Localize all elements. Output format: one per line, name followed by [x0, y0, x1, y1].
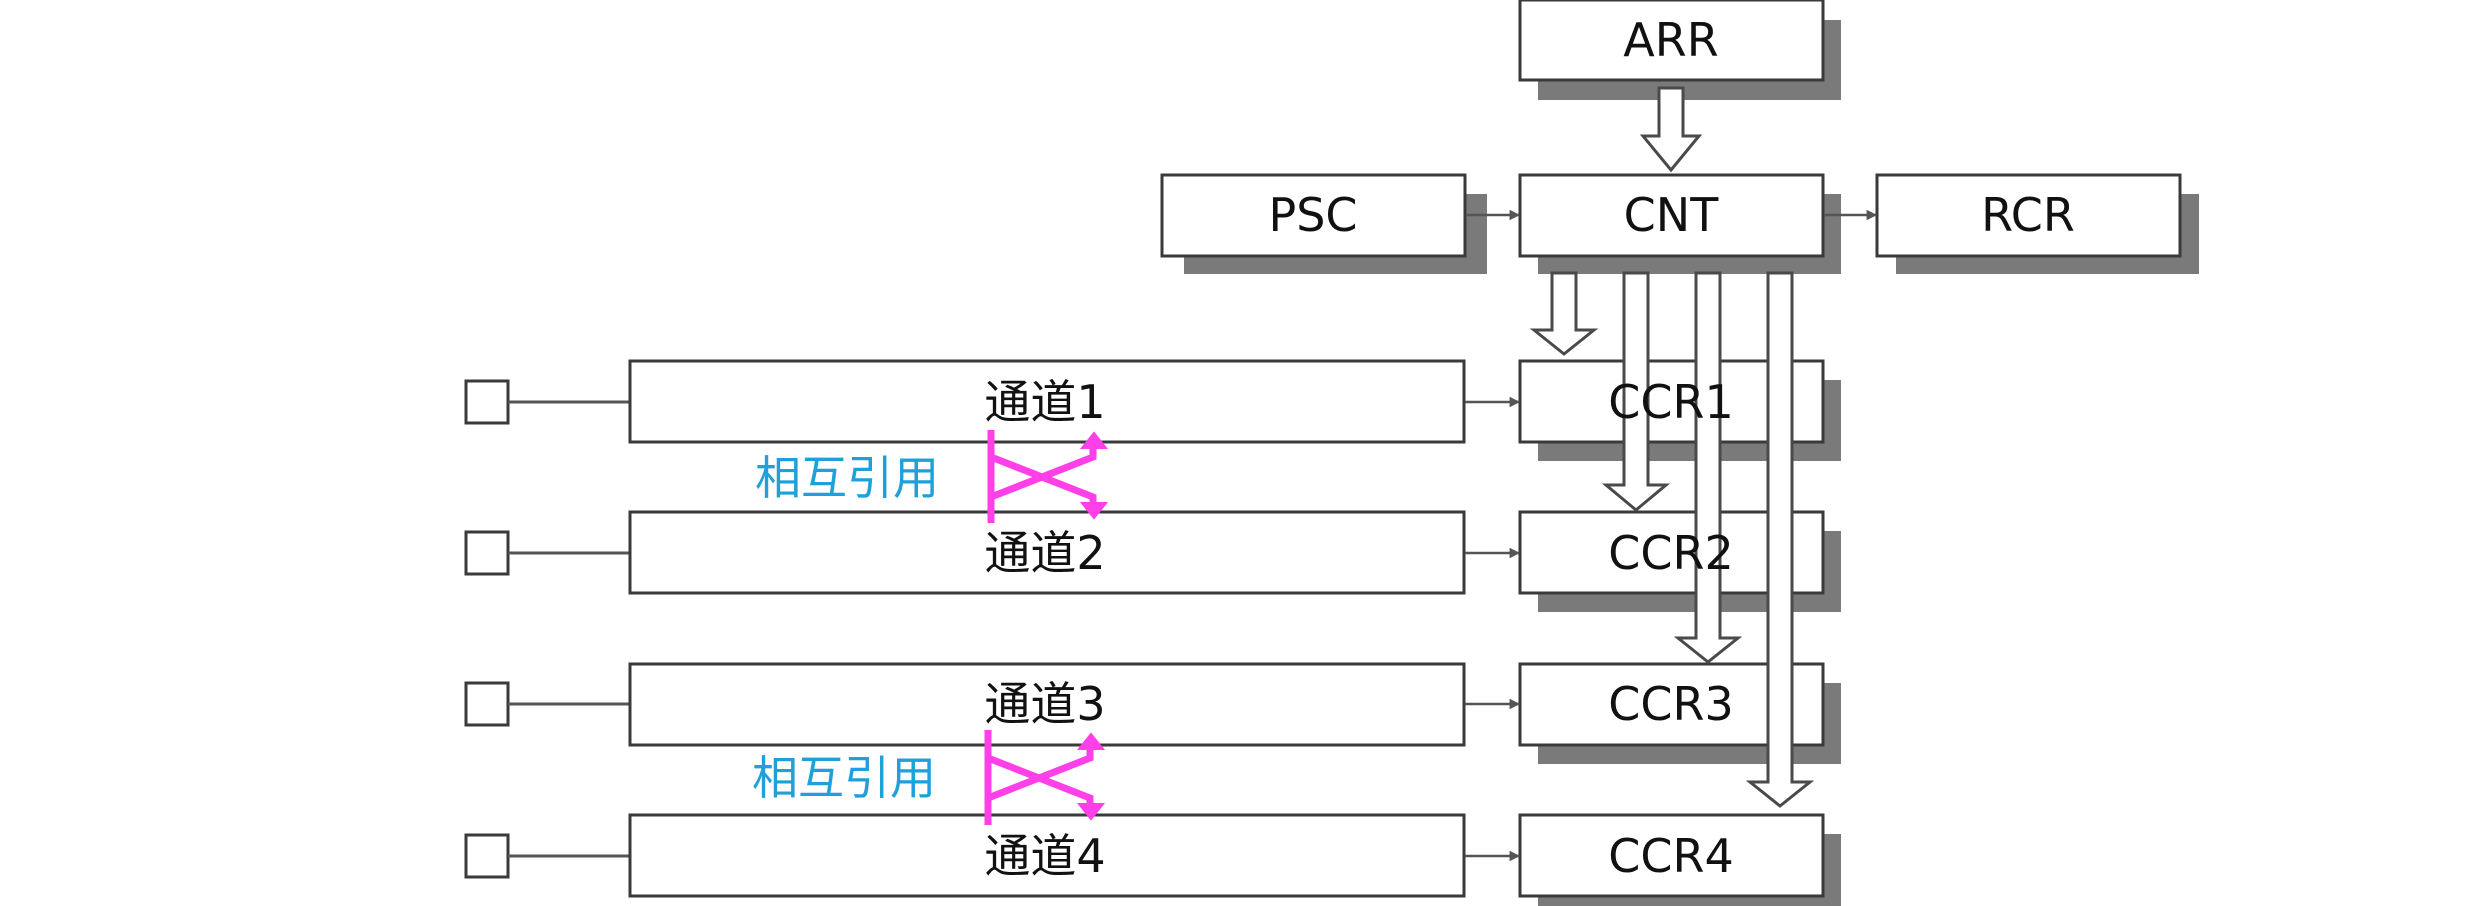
rcr-register: RCR: [1875, 173, 2199, 274]
rcr-label: RCR: [1981, 188, 2075, 242]
cross-reference-label-3-4: 相互引用: [752, 751, 936, 805]
cross-reference-arrows-3-4: [984, 730, 1106, 825]
cnt-to-ccr3-arrow: [1673, 271, 1743, 664]
cnt-to-ccr2-arrow: [1601, 271, 1671, 512]
channel-4: 通道4: [464, 813, 1521, 898]
channel-3-pin: [464, 681, 510, 727]
channel-2-pin: [464, 530, 510, 576]
psc-register: PSC: [1160, 173, 1487, 274]
channel-1: 通道1: [464, 359, 1521, 444]
arr-to-cnt-arrow: [1639, 86, 1703, 173]
cross-reference-label-1-2: 相互引用: [755, 451, 939, 505]
channel-2: 通道2: [464, 510, 1521, 595]
channel-1-pin: [464, 379, 510, 425]
ccr4-label: CCR4: [1608, 829, 1733, 883]
arr-register: ARR: [1518, 0, 1841, 100]
channel-3: 通道3: [464, 662, 1521, 747]
cnt-label: CNT: [1624, 188, 1720, 242]
channel-4-pin: [464, 833, 510, 879]
channel-2-label: 通道2: [984, 526, 1105, 580]
cnt-to-ccr4-arrow: [1745, 271, 1815, 808]
cross-reference-arrows-1-2: [987, 430, 1109, 523]
ccr4-register: [1518, 813, 1841, 906]
cnt-to-ccr1-arrow: [1529, 271, 1599, 356]
arr-label: ARR: [1623, 13, 1718, 67]
channel-1-label: 通道1: [984, 375, 1105, 429]
ccr3-label: CCR3: [1608, 677, 1733, 731]
ccr2-label: CCR2: [1608, 526, 1733, 580]
channel-4-label: 通道4: [984, 829, 1105, 883]
cnt-register: CNT: [1518, 173, 1841, 274]
psc-label: PSC: [1268, 188, 1357, 242]
channel-3-label: 通道3: [984, 677, 1105, 731]
ccr1-label: CCR1: [1608, 375, 1733, 429]
